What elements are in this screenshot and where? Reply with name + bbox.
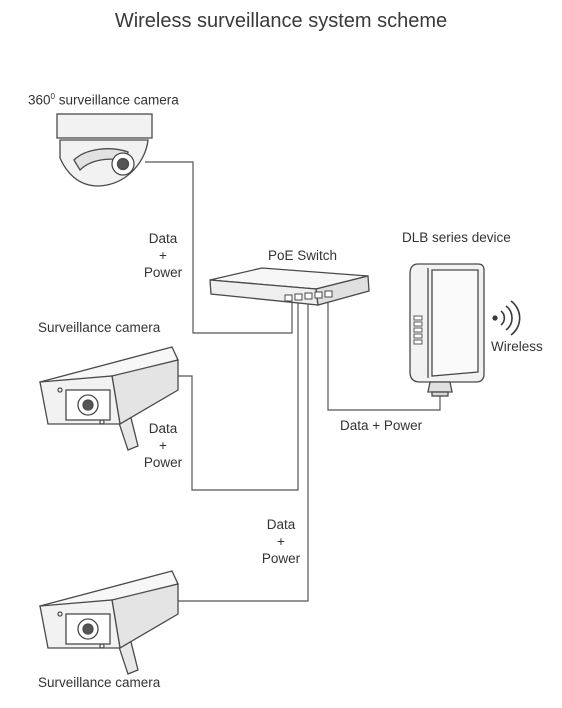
dlb-led-4 bbox=[413, 333, 423, 339]
camera1-screw-1 bbox=[57, 387, 63, 393]
poe-switch-ports bbox=[284, 290, 333, 302]
wireless-wave-1 bbox=[500, 310, 506, 326]
camera2-label: Surveillance camera bbox=[38, 675, 161, 690]
cables bbox=[145, 161, 441, 602]
wireless-wave-2 bbox=[505, 305, 513, 331]
camera2-link-line1: Data bbox=[266, 517, 296, 532]
dome-link-label: Data + Power bbox=[138, 230, 188, 281]
camera2-link-label: Data + Power bbox=[256, 516, 306, 567]
poe-switch-label: PoE Switch bbox=[268, 248, 338, 263]
wireless-signal-dot bbox=[492, 315, 498, 321]
wireless-label: Wireless bbox=[491, 339, 543, 354]
dome-camera-mount bbox=[56, 113, 153, 139]
camera1-lens-inner bbox=[82, 399, 94, 411]
dlb-led-5 bbox=[413, 339, 423, 345]
poe-port-5 bbox=[324, 290, 333, 298]
camera2-lens-inner bbox=[82, 623, 94, 635]
camera1-screw-2 bbox=[99, 419, 105, 425]
dlb-device-leds bbox=[413, 315, 423, 345]
cable-dome-to-switch bbox=[145, 161, 293, 334]
dome-camera bbox=[56, 113, 153, 187]
camera1-link-line1: Data bbox=[148, 421, 178, 436]
cable-camera1-to-switch bbox=[178, 302, 299, 491]
camera2-screw-2 bbox=[99, 643, 105, 649]
bullet-camera-2 bbox=[39, 570, 179, 675]
poe-port-3 bbox=[304, 292, 313, 300]
dlb-device-connector bbox=[427, 381, 453, 393]
wireless-signal-icon bbox=[492, 300, 521, 336]
dome-link-line2: + bbox=[159, 248, 167, 263]
dome-camera-label-suffix: surveillance camera bbox=[54, 92, 179, 108]
dlb-device-front bbox=[431, 269, 479, 377]
dlb-device bbox=[409, 263, 485, 397]
diagram-title: Wireless surveillance system scheme bbox=[114, 10, 448, 32]
dlb-link-label: Data + Power bbox=[340, 418, 423, 433]
camera2-link-line3: Power bbox=[261, 551, 301, 566]
dlb-device-connector-base bbox=[431, 391, 449, 397]
camera1-label: Surveillance camera bbox=[38, 320, 161, 335]
dome-camera-body bbox=[59, 139, 149, 187]
poe-port-4 bbox=[314, 291, 323, 299]
cable-switch-to-dlb bbox=[327, 302, 441, 411]
dome-link-line3: Power bbox=[143, 265, 183, 280]
dome-camera-label: 3600 surveillance camera bbox=[28, 92, 179, 108]
dlb-led-2 bbox=[413, 321, 423, 327]
dome-camera-lens-inner bbox=[116, 157, 130, 171]
poe-switch bbox=[209, 267, 370, 306]
dome-camera-label-prefix: 360 bbox=[28, 92, 51, 108]
dlb-device-label: DLB series device bbox=[402, 230, 511, 245]
dlb-led-3 bbox=[413, 327, 423, 333]
camera1-link-line3: Power bbox=[143, 455, 183, 470]
poe-port-1 bbox=[284, 294, 293, 302]
poe-port-2 bbox=[294, 293, 303, 301]
cable-camera2-to-switch bbox=[178, 302, 309, 602]
poe-switch-side bbox=[315, 275, 370, 306]
bullet-camera-1 bbox=[39, 346, 179, 451]
camera2-link-line2: + bbox=[277, 534, 285, 549]
dome-link-line1: Data bbox=[148, 231, 178, 246]
camera1-link-line2: + bbox=[159, 438, 167, 453]
dome-camera-label-sup: 0 bbox=[50, 92, 55, 101]
camera2-screw-1 bbox=[57, 611, 63, 617]
wireless-wave-3 bbox=[510, 300, 521, 336]
dlb-led-1 bbox=[413, 315, 423, 321]
camera1-link-label: Data + Power bbox=[138, 420, 188, 471]
